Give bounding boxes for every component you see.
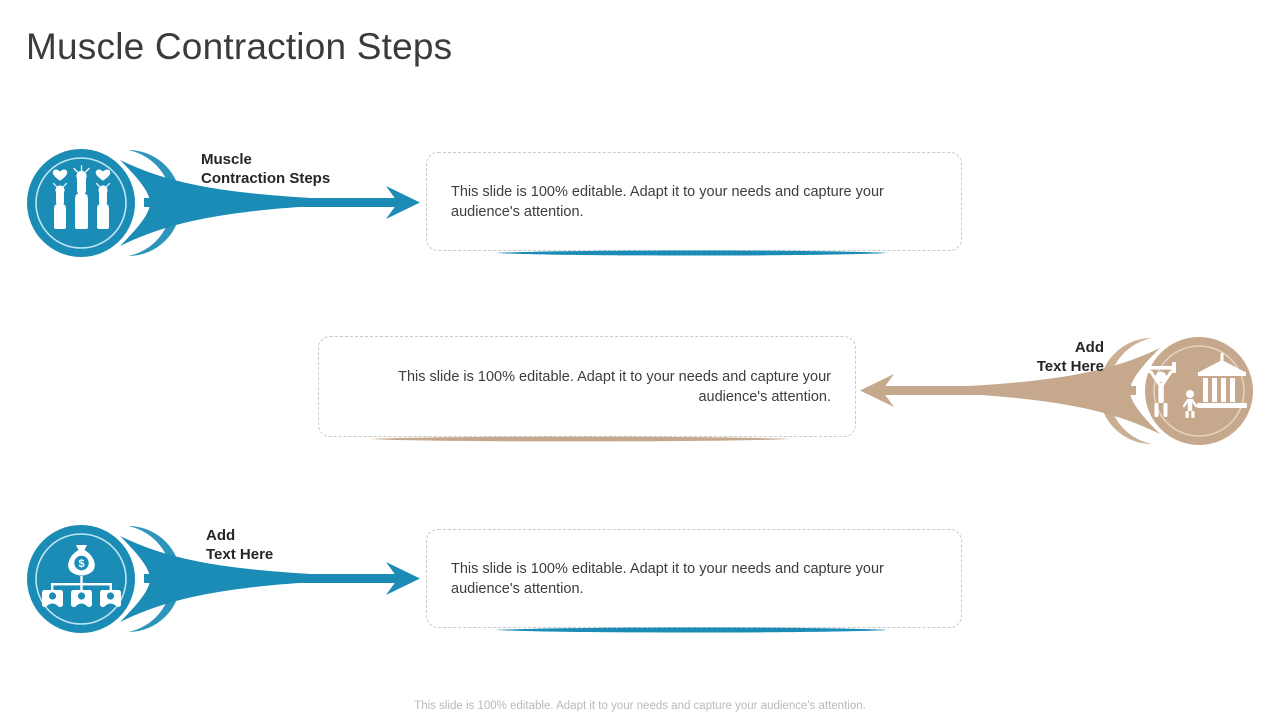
step-label-3: Add Text Here xyxy=(206,527,274,563)
card-body-1: This slide is 100% editable. Adapt it to… xyxy=(451,183,884,220)
step-row-2: Add Text Here This slide is 100% editabl… xyxy=(0,326,1280,456)
card-underline-2 xyxy=(370,430,790,442)
page-title: Muscle Contraction Steps xyxy=(26,26,453,67)
connector-arrow-right-3: $ xyxy=(24,514,424,644)
footer-note: This slide is 100% editable. Adapt it to… xyxy=(414,700,866,712)
card-underline-1 xyxy=(496,244,888,256)
card-body-3: This slide is 100% editable. Adapt it to… xyxy=(451,560,884,597)
raised-fists-hearts-icon xyxy=(52,165,111,229)
text-card-1[interactable]: This slide is 100% editable. Adapt it to… xyxy=(426,152,962,251)
step-label-2: Add Text Here xyxy=(1036,339,1104,375)
text-card-3[interactable]: This slide is 100% editable. Adapt it to… xyxy=(426,529,962,628)
svg-text:$: $ xyxy=(78,558,84,570)
step-row-3: $ xyxy=(0,514,1280,644)
money-bag-distribution-icon: $ xyxy=(42,545,121,607)
connector-arrow-left-2 xyxy=(856,326,1256,456)
card-body-2: This slide is 100% editable. Adapt it to… xyxy=(398,368,831,405)
card-underline-3 xyxy=(496,621,888,633)
connector-arrow-right-1 xyxy=(24,138,424,268)
text-card-2[interactable]: This slide is 100% editable. Adapt it to… xyxy=(318,336,856,437)
step-label-1: Muscle Contraction Steps xyxy=(201,151,331,187)
step-row-1: Muscle Contraction Steps This slide is 1… xyxy=(0,138,1280,268)
person-lifting-pillar-building-icon xyxy=(1146,353,1247,418)
